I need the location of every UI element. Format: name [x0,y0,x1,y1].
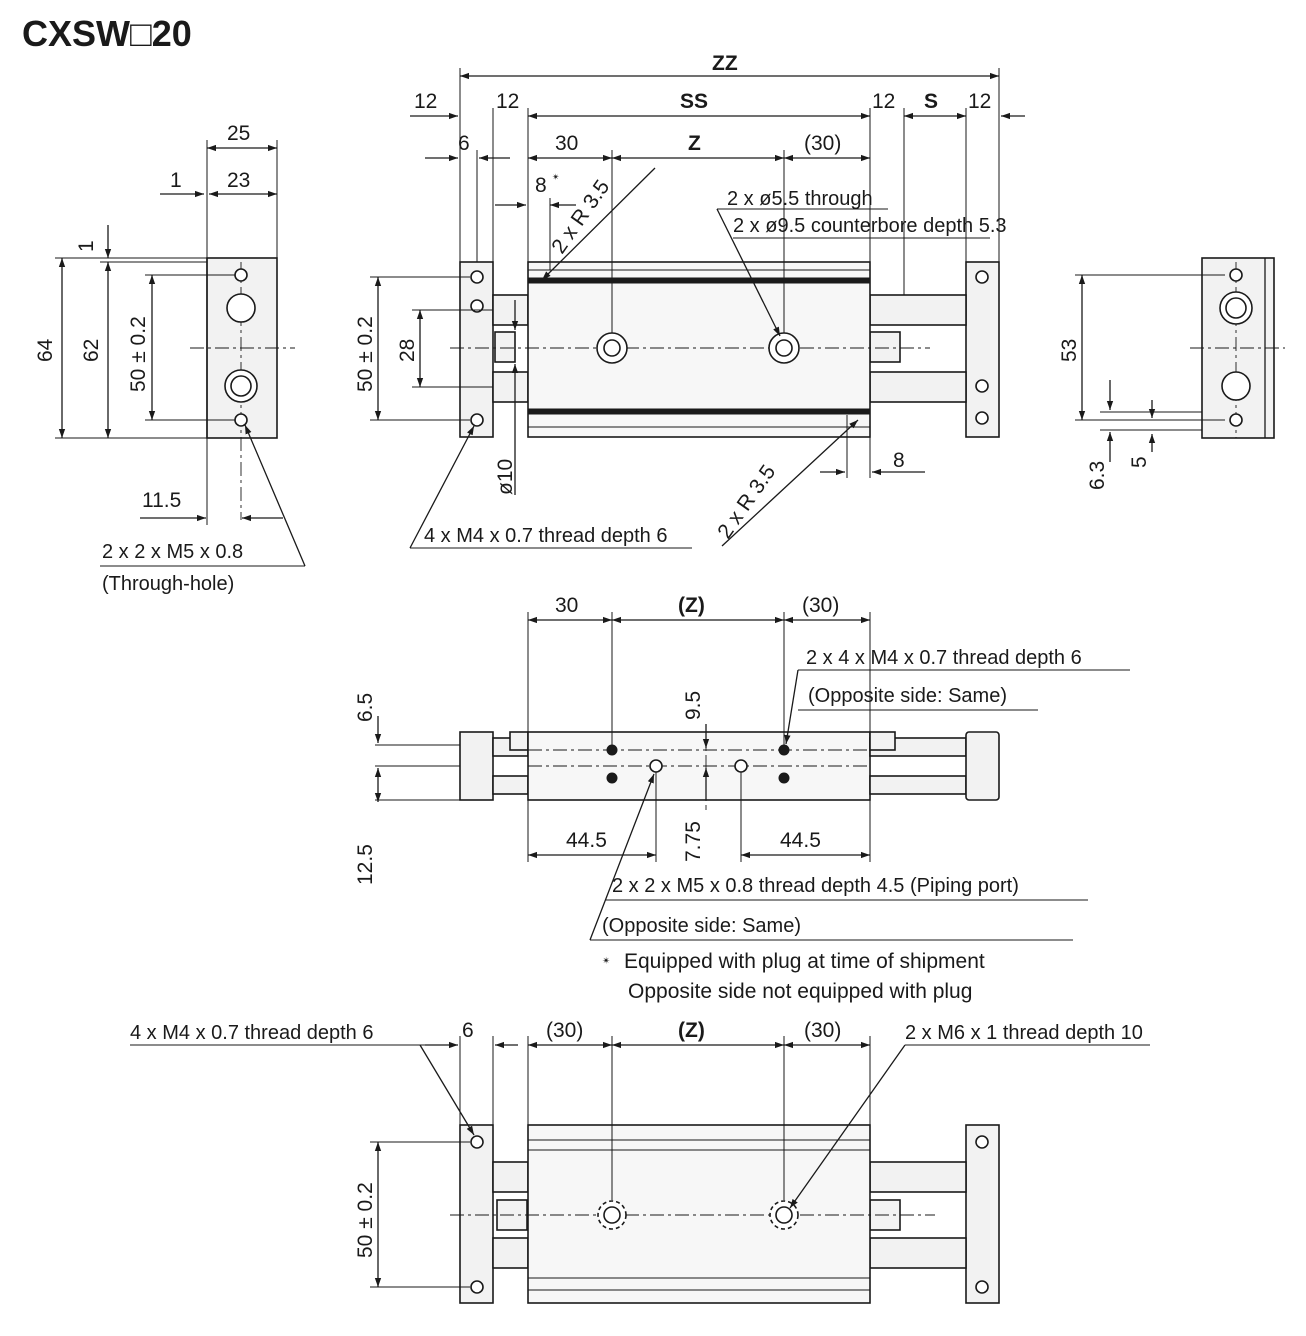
dim-28: 28 [396,339,419,362]
dim-12-d: 12 [968,90,991,113]
thread-note-top: 4 x M4 x 0.7 thread depth 6 [424,525,668,547]
dim-30-paren-side: (30) [802,594,839,617]
top-view: ZZ 12 12 SS 12 S 12 6 30 Z (30) 8 [354,52,1025,549]
dim-25: 25 [227,122,250,145]
dim-12-5: 12.5 [354,844,377,885]
mark-top: ✴ [552,172,560,182]
dim-ss: SS [680,90,708,113]
page-title: CXSW□20 [22,13,192,54]
dim-z: Z [688,132,701,155]
dim-11-5: 11.5 [142,489,181,512]
right-end-view: 53 6.3 5 [1058,257,1285,490]
dim-1: 1 [170,169,182,192]
dim-8-bottom: 8 [893,449,905,472]
dim-23: 23 [227,169,250,192]
counterbore-note: 2 x ø9.5 counterbore depth 5.3 [733,215,1007,237]
port-note: 2 x 2 x M5 x 0.8 thread depth 4.5 (Pipin… [612,875,1019,897]
radius-note-top: 2 x R 3.5 [547,176,614,258]
dim-44-5-left: 44.5 [566,829,607,852]
dim-6-bottom: 6 [462,1019,474,1042]
footnote-2: Opposite side not equipped with plug [628,980,972,1003]
dim-dia-10: ø10 [494,459,517,495]
port-hole-icon [226,293,256,323]
dim-50-top: 50 ± 0.2 [354,316,377,392]
through-hole-note: 2 x 2 x M5 x 0.8 [102,541,243,563]
dim-6-5: 6.5 [354,693,377,722]
dim-53: 53 [1058,339,1081,362]
footnote-1: Equipped with plug at time of shipment [624,950,985,973]
dim-12-a: 12 [414,90,437,113]
dim-44-5-right: 44.5 [780,829,821,852]
dim-9-5: 9.5 [682,691,705,720]
thread-note-side-2: (Opposite side: Same) [808,685,1007,707]
dim-7-75: 7.75 [682,821,705,862]
dim-50-tol: 50 ± 0.2 [127,316,150,392]
thread-note-side: 2 x 4 x M4 x 0.7 thread depth 6 [806,647,1082,669]
bottom-view: 4 x M4 x 0.7 thread depth 6 6 (30) (Z) (… [130,1019,1150,1304]
thread-note-bottom: 4 x M4 x 0.7 thread depth 6 [130,1022,374,1044]
dim-12-b: 12 [496,90,519,113]
left-end-view: 25 1 23 64 62 1 50 ± 0.2 11.5 2 x 2 x M5… [34,122,306,595]
dim-30-side: 30 [555,594,578,617]
side-view: 30 (Z) (30) 6.5 12.5 9.5 7.75 44.5 44.5 … [354,594,1130,1003]
through-hole-note-2: (Through-hole) [102,573,234,595]
dim-zz: ZZ [712,52,738,75]
dim-5: 5 [1128,456,1151,468]
dim-30-right-bottom: (30) [804,1019,841,1042]
dim-30-left-bottom: (30) [546,1019,583,1042]
dim-1-vertical: 1 [75,240,98,252]
m6-thread-note: 2 x M6 x 1 thread depth 10 [905,1022,1143,1044]
dim-64: 64 [34,338,57,362]
dim-s: S [924,90,938,113]
through-note: 2 x ø5.5 through [727,188,873,210]
dim-6: 6 [458,132,470,155]
dim-z-bottom: (Z) [678,1019,705,1042]
dim-62: 62 [80,339,103,362]
dim-30: 30 [555,132,578,155]
footnote-mark: ✴ [602,956,610,967]
port-note-2: (Opposite side: Same) [602,915,801,937]
dim-6-3: 6.3 [1086,461,1109,490]
dim-12-c: 12 [872,90,895,113]
m5-hole-icon [234,268,248,282]
dim-8-top: 8 [535,174,547,197]
dim-50-bottom: 50 ± 0.2 [354,1182,377,1258]
dim-30-paren: (30) [804,132,841,155]
dim-z-side: (Z) [678,594,705,617]
